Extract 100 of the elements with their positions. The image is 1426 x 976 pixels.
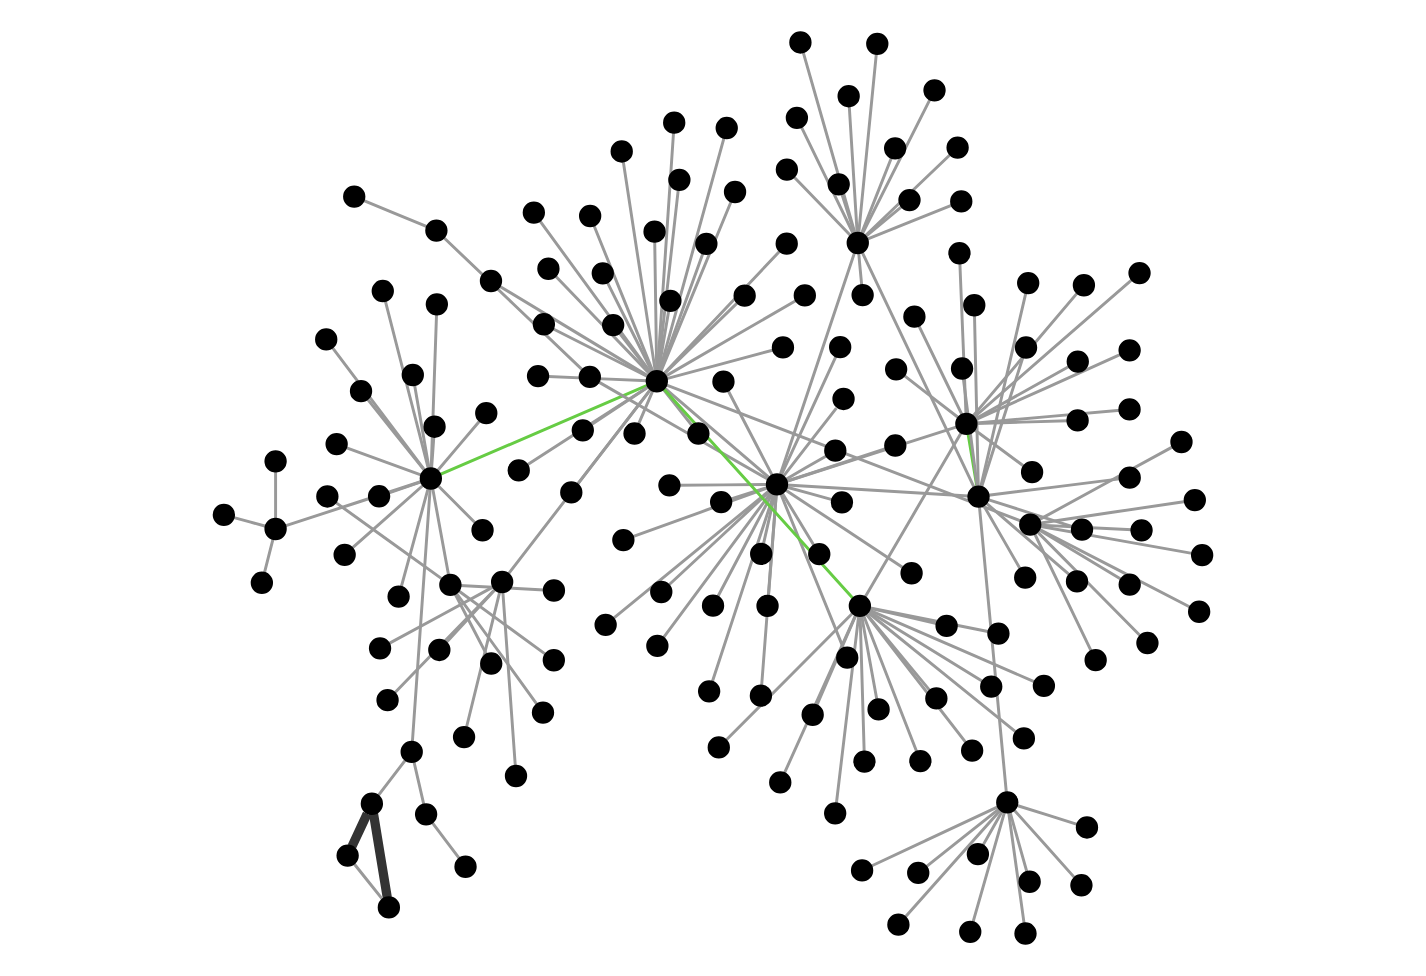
node-circle (756, 594, 779, 618)
connector (376, 759, 407, 798)
node-circle (1070, 874, 1093, 897)
node-circle (507, 459, 530, 482)
connector (444, 589, 496, 645)
connector (662, 388, 855, 600)
node-circle (1018, 870, 1041, 893)
node-circle (950, 190, 973, 213)
connector (387, 480, 422, 495)
node-circle (1019, 513, 1042, 536)
connector (977, 506, 1008, 794)
connector (867, 609, 984, 683)
node-circle (903, 305, 926, 328)
connector (972, 278, 1134, 419)
connector (1013, 809, 1077, 880)
connector (679, 483, 768, 487)
connector (365, 397, 426, 472)
node-circle (966, 843, 990, 866)
connector (1036, 531, 1142, 638)
connector (455, 592, 538, 705)
node-circle (830, 491, 854, 514)
node-circle (250, 571, 274, 594)
connector (1040, 500, 1186, 525)
connector (785, 454, 828, 481)
connector (869, 805, 999, 868)
connector (1037, 528, 1122, 581)
connector (864, 612, 967, 743)
node-circle (853, 750, 876, 773)
connector (662, 249, 782, 375)
connector (1038, 528, 1192, 609)
node-circle (832, 387, 855, 411)
node-circle (578, 365, 601, 389)
node-circle (602, 313, 625, 337)
connector (498, 284, 649, 378)
node-circle (987, 622, 1010, 645)
node-circle (1070, 518, 1094, 541)
connector (431, 488, 450, 576)
node-circle (650, 580, 673, 604)
node-circle (1014, 566, 1037, 589)
connector (868, 606, 938, 626)
connector (863, 432, 963, 598)
connector (779, 355, 838, 477)
connector (653, 241, 659, 372)
connector (988, 477, 1120, 497)
node-circle (960, 739, 984, 762)
node-circle (368, 637, 392, 660)
node-circle (883, 137, 907, 160)
connector (862, 615, 919, 753)
connector (724, 612, 854, 742)
connector (716, 493, 774, 598)
connector (232, 515, 267, 528)
connector (864, 612, 931, 692)
connector (284, 480, 422, 528)
connector (726, 389, 775, 478)
connector (801, 52, 857, 234)
connector (457, 589, 547, 656)
node-circle (646, 634, 669, 658)
node-circle (542, 579, 566, 602)
connector (782, 407, 838, 478)
connector (611, 489, 771, 621)
connector (443, 236, 585, 372)
connector (835, 615, 861, 804)
node-circle (1118, 466, 1141, 489)
node-circle (610, 140, 633, 163)
node-circle (645, 370, 668, 393)
connector (799, 125, 856, 236)
connector (436, 420, 481, 472)
node-circle (884, 358, 908, 381)
connector (729, 485, 769, 501)
connector (621, 160, 657, 372)
node-circle (793, 284, 816, 307)
node-circle (1183, 488, 1206, 512)
node-circle (264, 517, 287, 541)
node-circle (333, 543, 356, 566)
node-circle (1084, 649, 1107, 672)
node-circle (1065, 570, 1089, 593)
node-circle (955, 412, 978, 435)
node-circle (537, 257, 560, 280)
connector (548, 375, 648, 383)
connector (1007, 812, 1026, 924)
node-circle (336, 844, 359, 867)
node-circle (827, 173, 850, 196)
connector (860, 615, 879, 700)
node-circle (315, 328, 338, 351)
connector (662, 492, 772, 639)
connector (973, 314, 980, 488)
connector (976, 408, 1121, 425)
node-circle (579, 204, 602, 228)
connector (410, 487, 432, 743)
connector (501, 591, 517, 767)
connector (866, 203, 954, 241)
node-circle (571, 419, 594, 442)
connector (453, 592, 489, 657)
connector (538, 220, 652, 374)
node-circle (532, 313, 556, 336)
node-circle (789, 31, 812, 54)
node-circle (452, 725, 476, 749)
node-circle (963, 294, 986, 317)
node-circle (668, 168, 691, 191)
node-circle (948, 242, 971, 265)
